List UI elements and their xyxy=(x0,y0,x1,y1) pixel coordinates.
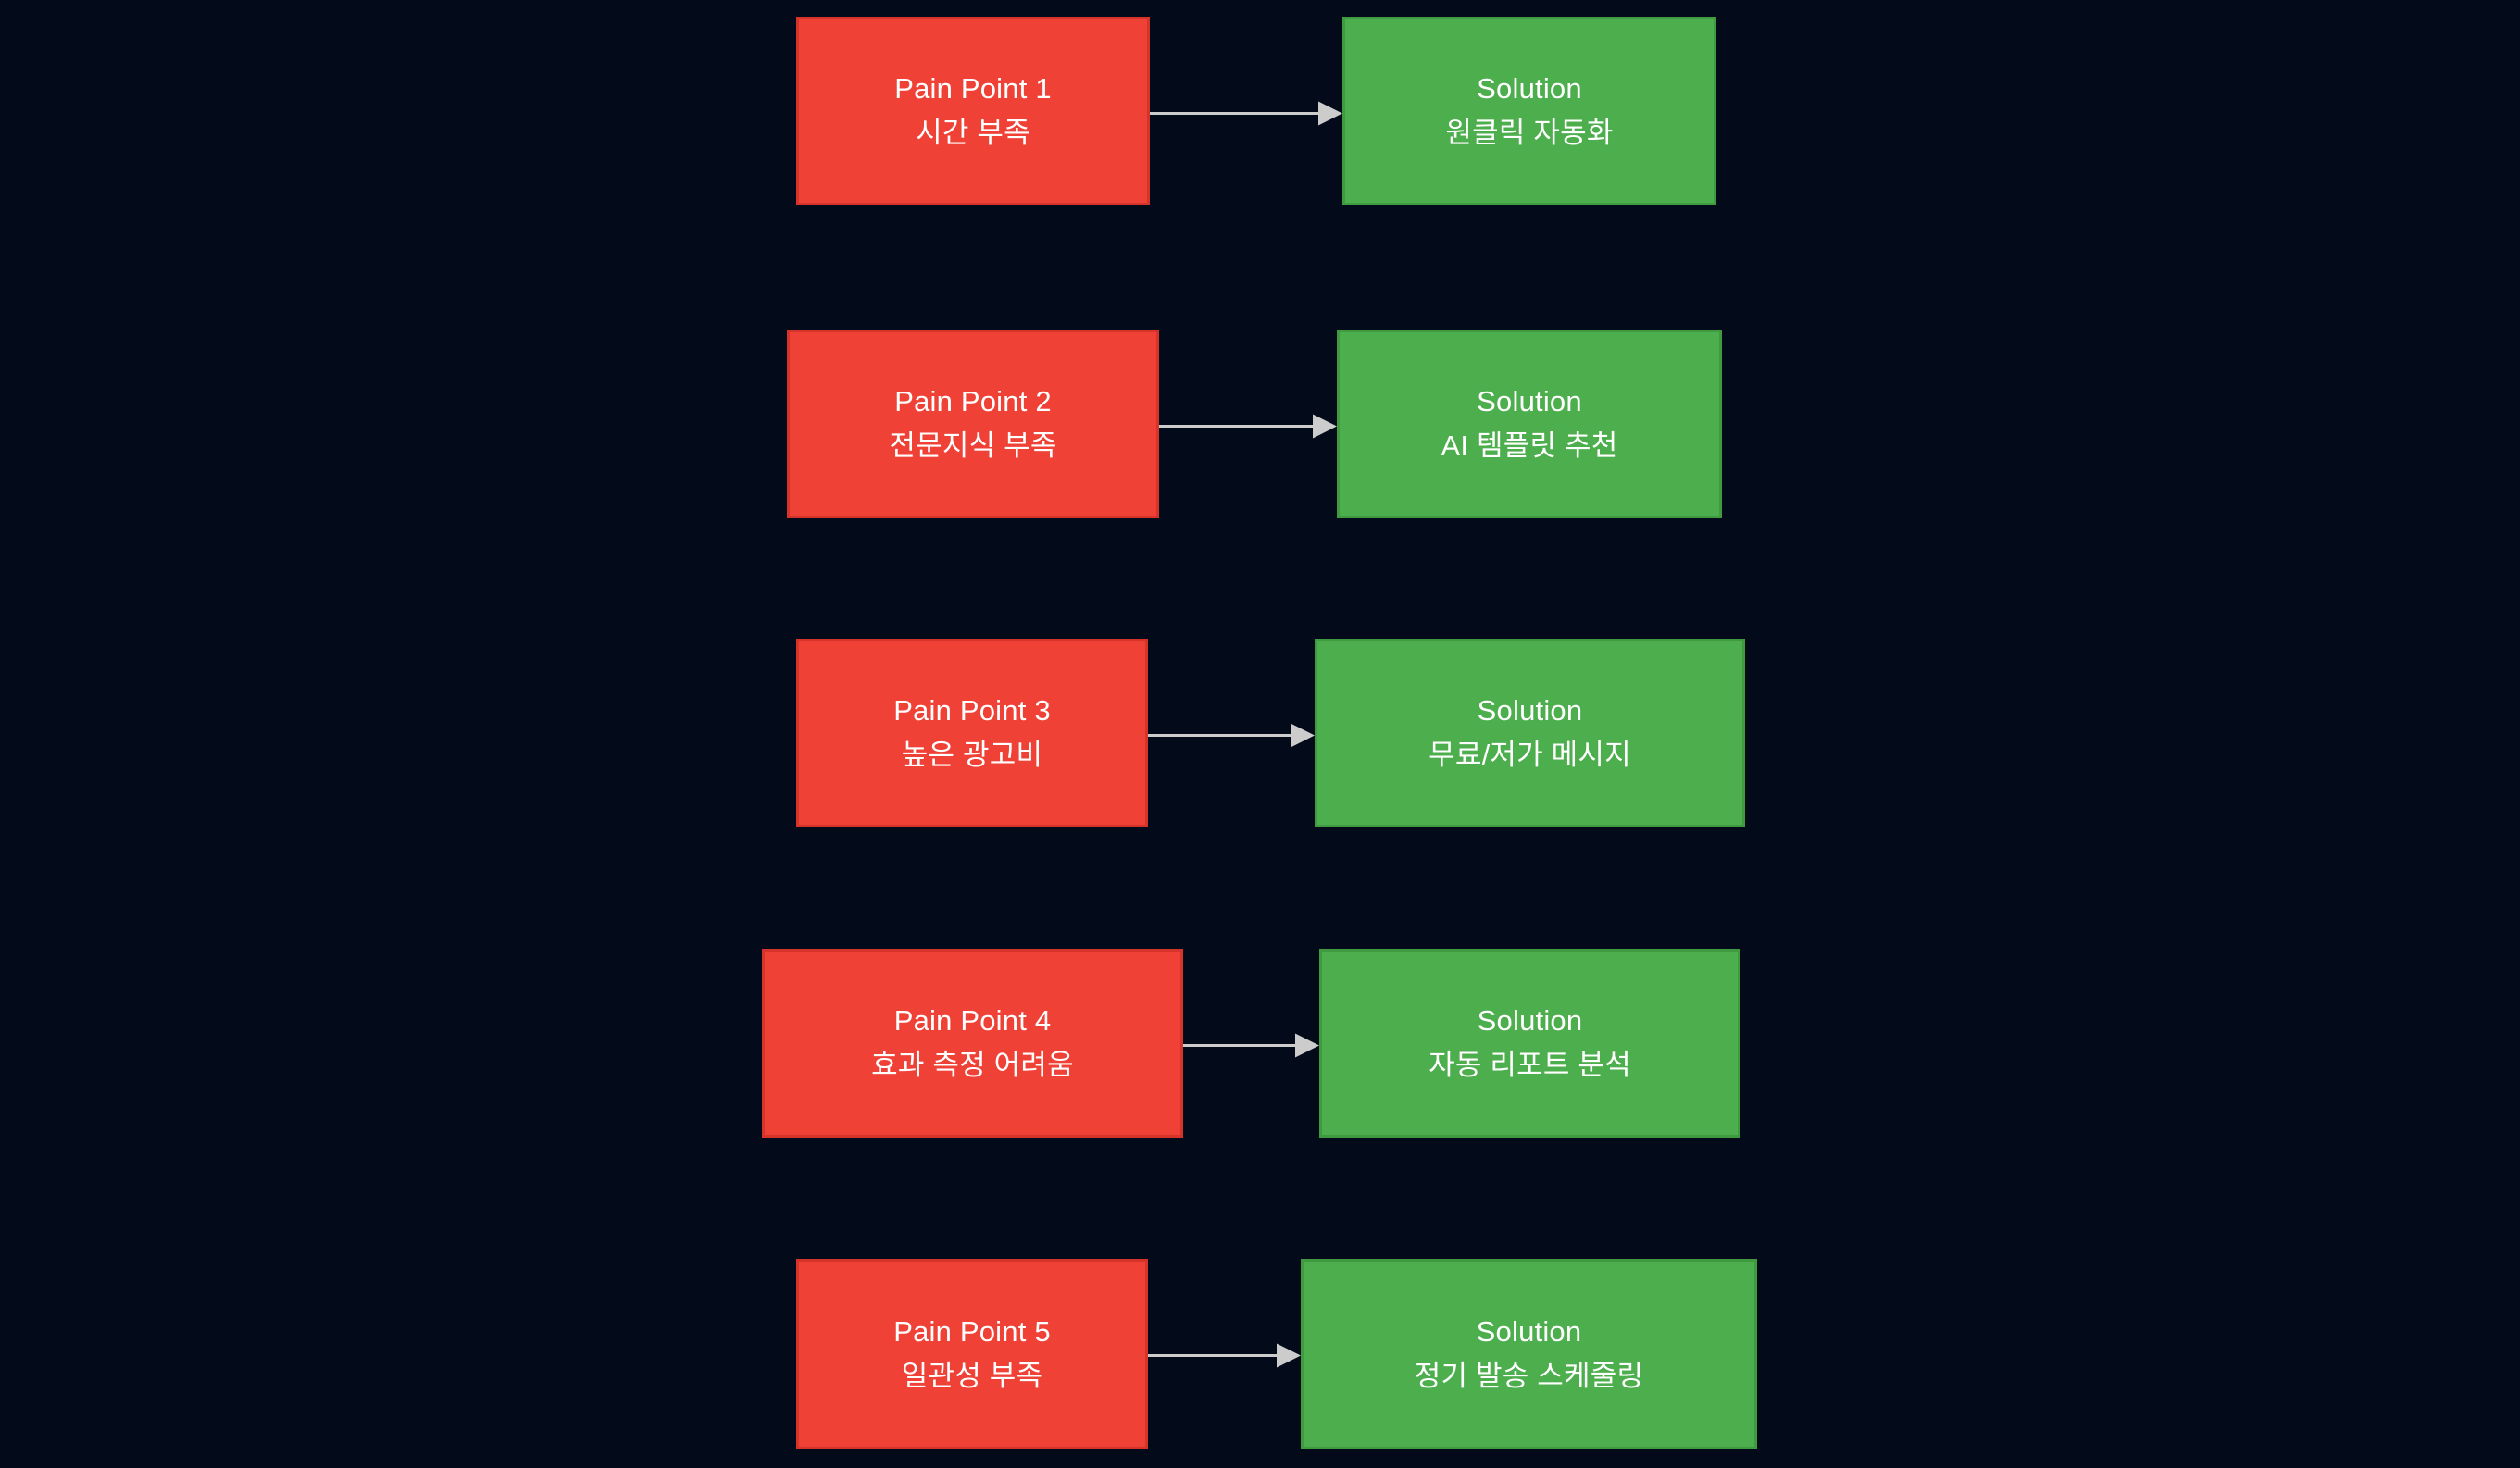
solution-title-1: Solution xyxy=(1477,72,1582,106)
pain-point-title-2: Pain Point 2 xyxy=(894,385,1052,418)
solution-box-1[interactable]: Solution 원클릭 자동화 xyxy=(1342,17,1716,205)
solution-title-3: Solution xyxy=(1477,694,1583,728)
solution-box-2[interactable]: Solution AI 템플릿 추천 xyxy=(1337,330,1722,518)
solution-box-4[interactable]: Solution 자동 리포트 분석 xyxy=(1319,949,1740,1138)
solution-detail-1: 원클릭 자동화 xyxy=(1445,117,1614,149)
pain-point-detail-2: 전문지식 부족 xyxy=(889,429,1057,462)
solution-title-5: Solution xyxy=(1476,1315,1582,1349)
pain-point-detail-4: 효과 측정 어려움 xyxy=(871,1049,1074,1081)
pain-point-title-4: Pain Point 4 xyxy=(893,1004,1052,1038)
pain-point-title-5: Pain Point 5 xyxy=(893,1315,1051,1349)
pain-point-box-5[interactable]: Pain Point 5 일관성 부족 xyxy=(796,1259,1148,1449)
solution-detail-4: 자동 리포트 분석 xyxy=(1428,1049,1631,1081)
solution-title-2: Solution xyxy=(1477,385,1582,418)
solution-detail-3: 무료/저가 메시지 xyxy=(1428,739,1631,771)
arrow-icon-3 xyxy=(1148,723,1315,748)
arrow-icon-4 xyxy=(1183,1033,1319,1058)
solution-detail-5: 정기 발송 스케줄링 xyxy=(1414,1360,1644,1392)
pain-point-box-3[interactable]: Pain Point 3 높은 광고비 xyxy=(796,639,1148,827)
solution-box-3[interactable]: Solution 무료/저가 메시지 xyxy=(1315,639,1745,827)
pain-point-title-1: Pain Point 1 xyxy=(894,72,1052,106)
pain-point-box-2[interactable]: Pain Point 2 전문지식 부족 xyxy=(787,330,1159,518)
solution-box-5[interactable]: Solution 정기 발송 스케줄링 xyxy=(1301,1259,1757,1449)
solution-title-4: Solution xyxy=(1477,1004,1583,1038)
solution-detail-2: AI 템플릿 추천 xyxy=(1441,429,1618,462)
pain-point-detail-3: 높은 광고비 xyxy=(901,739,1043,771)
pain-point-box-1[interactable]: Pain Point 1 시간 부족 xyxy=(796,17,1150,205)
arrow-icon-1 xyxy=(1150,101,1342,126)
pain-point-box-4[interactable]: Pain Point 4 효과 측정 어려움 xyxy=(762,949,1183,1138)
arrow-icon-5 xyxy=(1148,1343,1301,1368)
arrow-icon-2 xyxy=(1159,414,1337,439)
pain-point-title-3: Pain Point 3 xyxy=(893,694,1051,728)
pain-point-detail-1: 시간 부족 xyxy=(916,117,1030,149)
pain-point-detail-5: 일관성 부족 xyxy=(901,1360,1043,1392)
